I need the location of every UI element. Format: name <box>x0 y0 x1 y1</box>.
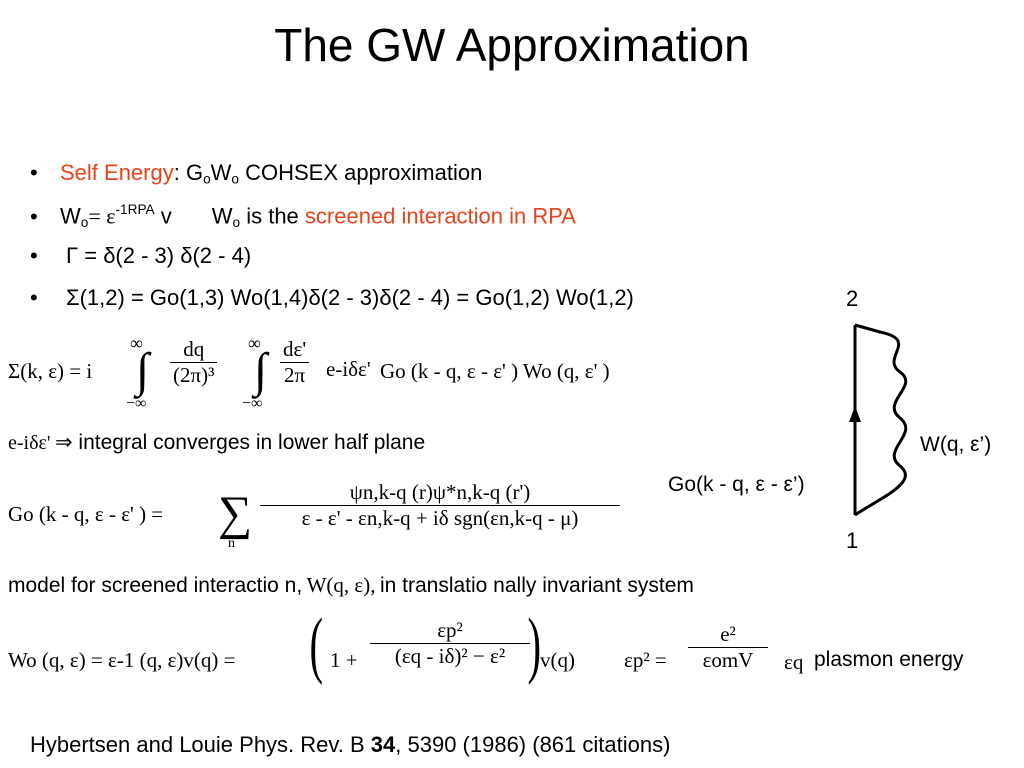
convergence-exp: e-iδε' <box>8 432 51 454</box>
integral-lower-limit: −∞ <box>126 395 147 412</box>
self-energy-label: Self Energy <box>60 160 174 185</box>
left-paren: ( <box>309 604 324 686</box>
convergence-line: e-iδε' ⇒ integral converges in lower hal… <box>8 430 425 455</box>
bullet-self-energy: •Self Energy: GoWo COHSEX approximation <box>30 160 482 186</box>
sigma-rhs: Go (k - q, ε - ε' ) Wo (q, ε' ) <box>380 359 610 383</box>
fraction-w: εp² (εq - iδ)² − ε² <box>370 618 530 669</box>
convergence-text: ⇒ integral converges in lower half plane <box>54 431 426 454</box>
text: v <box>154 203 172 229</box>
model-text: model for screened interactio n, <box>8 574 303 597</box>
fraction-dq: dq (2π)³ <box>170 337 218 388</box>
sum-sign: ∑ <box>218 487 253 540</box>
g-label: Go(k - q, ε - ε’) <box>668 473 805 496</box>
sigma-lhs: Σ(k, ε) = i <box>8 359 93 383</box>
bullet-dot: • <box>30 243 38 268</box>
integral-upper-limit: ∞ <box>248 333 261 353</box>
arrow-up-icon <box>849 406 861 422</box>
integral-lower-limit: −∞ <box>242 395 263 412</box>
fraction-plasma: e² εomV <box>688 622 768 673</box>
denominator: ε - ε' - εn,k-q + iδ sgn(εn,k-q - μ) <box>260 505 620 531</box>
numerator: e² <box>720 622 736 646</box>
denominator: εomV <box>688 647 768 673</box>
bullet-dot: • <box>30 160 38 185</box>
model-w: W(q, ε), <box>306 573 376 597</box>
page-title: The GW Approximation <box>274 19 750 71</box>
text: W <box>210 160 232 185</box>
wavy-interaction-line <box>854 323 908 517</box>
integral-sign: ∫ <box>254 344 268 397</box>
subscript: o <box>231 171 239 187</box>
subscript: o <box>80 214 89 230</box>
fraction-deps: dε' 2π <box>280 337 310 388</box>
subscript: o <box>203 171 211 187</box>
w-vq: v(q) <box>540 648 575 672</box>
gamma-equation: Γ = δ(2 - 3) δ(2 - 4) <box>66 243 252 268</box>
fraction-green: ψn,k-q (r)ψ*n,k-q (r') ε - ε' - εn,k-q +… <box>260 480 620 531</box>
text: W <box>211 203 233 229</box>
diagram-label-1: 1 <box>846 528 859 553</box>
w-one: 1 + <box>330 648 358 672</box>
model-line: model for screened interactio n, W(q, ε)… <box>8 573 694 598</box>
subscript: o <box>232 214 241 230</box>
eps-q: εq <box>784 650 804 674</box>
text: : G <box>173 160 204 185</box>
w-lhs: Wo (q, ε) = ε-1 (q, ε)v(q) = <box>8 648 236 672</box>
denominator: (2π)³ <box>170 362 218 388</box>
superscript: -1RPA <box>115 202 155 217</box>
numerator: dq <box>183 337 205 361</box>
text: is the <box>240 203 305 229</box>
text: = ε <box>88 203 116 229</box>
denominator: (εq - iδ)² − ε² <box>370 643 530 669</box>
diagram-label-2: 2 <box>846 286 859 311</box>
exp-factor: e-iδε' <box>326 357 371 381</box>
citation: Hybertsen and Louie Phys. Rev. B 34, 539… <box>30 732 670 758</box>
bullet-dot: • <box>30 203 38 229</box>
bullet-sigma: • Σ(1,2) = Go(1,3) Wo(1,4)δ(2 - 3)δ(2 - 4… <box>30 285 634 311</box>
numerator: ψn,k-q (r)ψ*n,k-q (r') <box>349 480 531 504</box>
plasma-lhs: εp² = <box>624 648 667 672</box>
text: W <box>60 203 81 229</box>
citation-volume: 34 <box>370 732 396 757</box>
right-paren: ) <box>527 604 542 686</box>
sum-index: n <box>228 536 235 551</box>
citation-text: Hybertsen and Louie Phys. Rev. B <box>30 732 371 757</box>
integral-sign: ∫ <box>136 344 150 397</box>
bullet-dot: • <box>30 285 38 310</box>
plasmon-text: plasmon energy <box>814 648 964 671</box>
integral-upper-limit: ∞ <box>130 333 143 353</box>
denominator: 2π <box>280 362 310 388</box>
g-lhs: Go (k - q, ε - ε' ) = <box>8 502 164 526</box>
text: COHSEX approximation <box>239 160 483 185</box>
w-label: W(q, ε’) <box>920 433 992 456</box>
numerator: εp² <box>437 618 463 642</box>
model-text: in translatio nally invariant system <box>379 574 694 597</box>
bullet-gamma: • Γ = δ(2 - 3) δ(2 - 4) <box>30 243 251 269</box>
numerator: dε' <box>283 337 307 361</box>
sigma-equation: Σ(1,2) = Go(1,3) Wo(1,4)δ(2 - 3)δ(2 - 4)… <box>66 285 634 310</box>
screened-interaction-label: screened interaction in RPA <box>304 203 576 229</box>
citation-text: , 5390 (1986) (861 citations) <box>395 732 671 757</box>
diagram-lines <box>849 323 908 517</box>
